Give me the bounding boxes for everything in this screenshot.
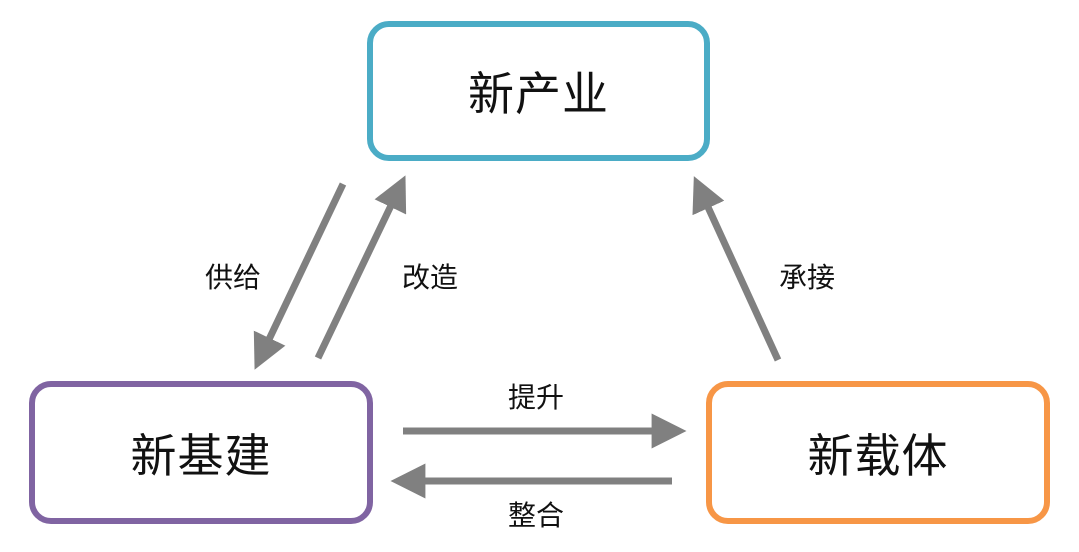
node-new-infrastructure-label: 新基建 — [130, 428, 272, 483]
arrow-top-to-left — [253, 182, 347, 370]
node-new-industry-label: 新产业 — [468, 67, 609, 121]
edge-label-rebuild: 改造 — [402, 261, 459, 294]
arrow-left-to-top — [314, 175, 407, 360]
edge-label-upgrade: 提升 — [508, 381, 565, 414]
edge-label-supply: 供给 — [205, 261, 262, 294]
node-new-carrier: 新载体 — [706, 381, 1050, 524]
node-new-carrier-label: 新载体 — [807, 428, 949, 483]
edge-label-merge: 整合 — [508, 499, 565, 532]
node-new-infrastructure: 新基建 — [29, 381, 373, 524]
arrow-right-to-top — [692, 176, 782, 362]
edge-label-carry: 承接 — [779, 261, 836, 294]
node-new-industry: 新产业 — [367, 21, 710, 161]
